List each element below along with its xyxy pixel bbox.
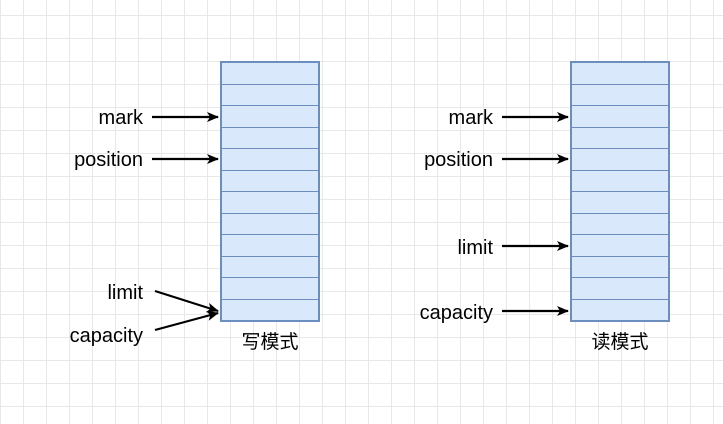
label-read-position: position xyxy=(424,149,493,171)
buffer-cell xyxy=(572,256,668,278)
buffer-cell xyxy=(222,235,318,257)
buffer-cell xyxy=(572,299,668,320)
label-read-capacity: capacity xyxy=(419,302,493,324)
buffer-cell xyxy=(572,106,668,128)
buffer-cell xyxy=(572,235,668,257)
buffer-cell xyxy=(572,170,668,192)
buffer-cell xyxy=(572,127,668,149)
buffer-cell xyxy=(572,84,668,106)
label-write-position: position xyxy=(74,149,143,171)
buffer-cell xyxy=(572,192,668,214)
buffer-read-mode xyxy=(570,61,670,322)
mode-label-read: 读模式 xyxy=(591,332,649,353)
buffer-cell xyxy=(222,213,318,235)
buffer-cell xyxy=(222,192,318,214)
buffer-cell xyxy=(222,63,318,85)
label-read-limit: limit xyxy=(457,237,493,259)
buffer-cell xyxy=(572,149,668,171)
buffer-cell xyxy=(222,256,318,278)
buffer-cell xyxy=(222,84,318,106)
label-read-mark: mark xyxy=(448,107,493,129)
label-write-mark: mark xyxy=(98,107,143,129)
buffer-cell xyxy=(222,106,318,128)
buffer-write-mode xyxy=(220,61,320,322)
mode-label-write: 写模式 xyxy=(241,332,299,353)
buffer-cell xyxy=(222,149,318,171)
buffer-cell xyxy=(572,213,668,235)
buffer-cell xyxy=(222,170,318,192)
buffer-cell xyxy=(572,63,668,85)
label-write-capacity: capacity xyxy=(69,325,143,347)
buffer-cell xyxy=(222,299,318,320)
label-write-limit: limit xyxy=(107,282,143,304)
buffer-cell xyxy=(572,278,668,300)
buffer-cell xyxy=(222,278,318,300)
buffer-cell xyxy=(222,127,318,149)
